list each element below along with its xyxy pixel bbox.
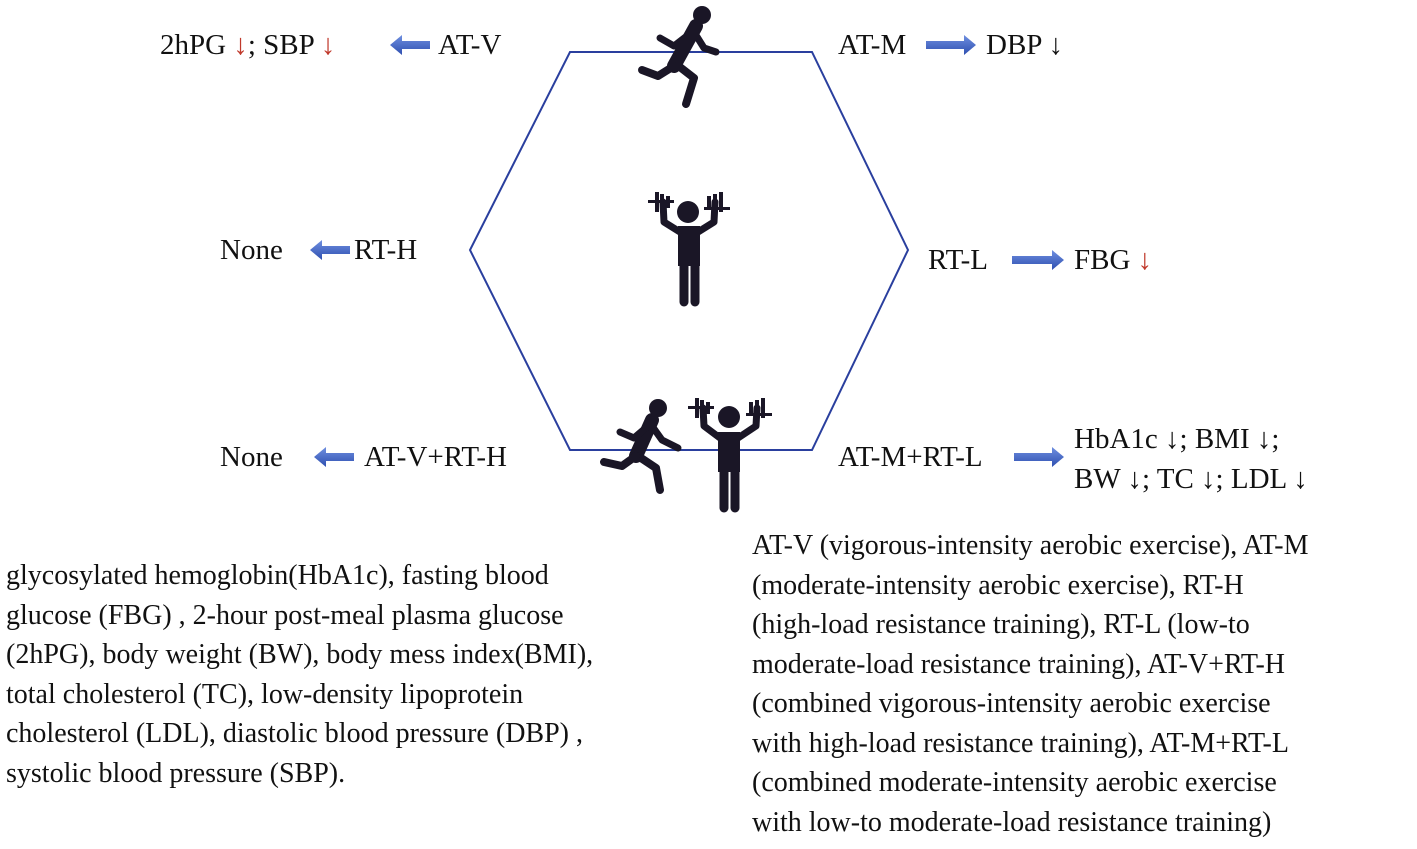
at-v-rt-h-effects: None xyxy=(220,441,283,473)
runner-icon xyxy=(600,399,682,494)
effect-bmi: ; BMI xyxy=(1179,423,1250,455)
right-arrow-at-m xyxy=(926,35,976,55)
down-arrow-icon: ↓ xyxy=(1201,463,1216,495)
left-arrow-rt-h xyxy=(310,240,350,260)
left-arrow-at-v xyxy=(390,35,430,55)
down-arrow-icon: ↓ xyxy=(320,29,336,61)
legend-line: with low-to moderate-load resistance tra… xyxy=(752,806,1272,838)
down-arrow-icon: ↓ xyxy=(1165,423,1180,455)
runner-icon xyxy=(638,6,720,108)
at-v-effects: 2hPG ↓; SBP ↓ xyxy=(160,28,335,62)
legend-line: total cholesterol (TC), low-density lipo… xyxy=(6,678,524,710)
down-arrow-icon: ↓ xyxy=(1137,244,1153,276)
down-arrow-icon: ↓ xyxy=(1256,423,1272,455)
legend-exercise-types: AT-V (vigorous-intensity aerobic exercis… xyxy=(752,526,1309,842)
effect-sbp: ; SBP xyxy=(247,29,314,61)
effect-tc: ; TC xyxy=(1141,463,1194,495)
weightlifter-icon xyxy=(688,398,772,513)
effect-hba1c: HbA1c xyxy=(1074,423,1158,455)
legend-line: glucose (FBG) , 2-hour post-meal plasma … xyxy=(6,599,564,631)
legend-line: (high-load resistance training), RT-L (l… xyxy=(752,609,1250,640)
rt-l-label: RT-L xyxy=(928,244,989,276)
at-m-label: AT-M xyxy=(838,29,907,61)
legend-line: (2hPG), body weight (BW), body mess inde… xyxy=(6,639,594,670)
weightlifter-icon xyxy=(648,192,730,307)
legend-line: glycosylated hemoglobin(HbA1c), fasting … xyxy=(6,560,549,591)
legend-line: systolic blood pressure (SBP). xyxy=(6,757,346,789)
down-arrow-icon: ↓ xyxy=(1127,463,1142,495)
exercise-hexagon xyxy=(468,51,910,451)
down-arrow-icon: ↓ xyxy=(233,29,248,61)
legend-line: (combined moderate-intensity aerobic exe… xyxy=(752,767,1277,798)
effect-bw: BW xyxy=(1074,463,1121,495)
at-m-rt-l-label: AT-M+RT-L xyxy=(838,441,983,473)
right-arrow-at-m-rt-l xyxy=(1014,447,1064,467)
legend-line: cholesterol (LDL), diastolic blood press… xyxy=(6,718,583,749)
effect-2hpg: 2hPG xyxy=(160,29,227,61)
left-arrow-at-v-rt-h xyxy=(314,447,354,467)
down-arrow-icon: ↓ xyxy=(1293,463,1308,495)
rt-h-effects: None xyxy=(220,234,283,266)
at-m-rt-l-effects-line1: HbA1c ↓; BMI ↓; xyxy=(1074,422,1279,456)
effect-ldl: ; LDL xyxy=(1215,463,1287,495)
right-arrow-rt-l xyxy=(1012,250,1064,270)
at-v-label: AT-V xyxy=(438,29,502,61)
effect-separator: ; xyxy=(1271,423,1280,455)
at-m-effects: DBP ↓ xyxy=(986,28,1063,62)
down-arrow-icon: ↓ xyxy=(1048,29,1064,61)
legend-abbreviations: glycosylated hemoglobin(HbA1c), fasting … xyxy=(6,556,593,793)
rt-l-effects: FBG ↓ xyxy=(1074,243,1152,277)
effect-dbp: DBP xyxy=(986,29,1042,61)
at-m-rt-l-effects-line2: BW ↓; TC ↓; LDL ↓ xyxy=(1074,462,1308,496)
rt-h-label: RT-H xyxy=(354,234,418,266)
legend-line: with high-load resistance training), AT-… xyxy=(752,727,1289,759)
legend-line: (combined vigorous-intensity aerobic exe… xyxy=(752,688,1271,719)
legend-line: (moderate-intensity aerobic exercise), R… xyxy=(752,569,1244,601)
at-v-rt-h-label: AT-V+RT-H xyxy=(364,441,507,473)
legend-line: moderate-load resistance training), AT-V… xyxy=(752,648,1286,680)
effect-fbg: FBG xyxy=(1074,244,1131,276)
legend-line: AT-V (vigorous-intensity aerobic exercis… xyxy=(752,530,1309,561)
